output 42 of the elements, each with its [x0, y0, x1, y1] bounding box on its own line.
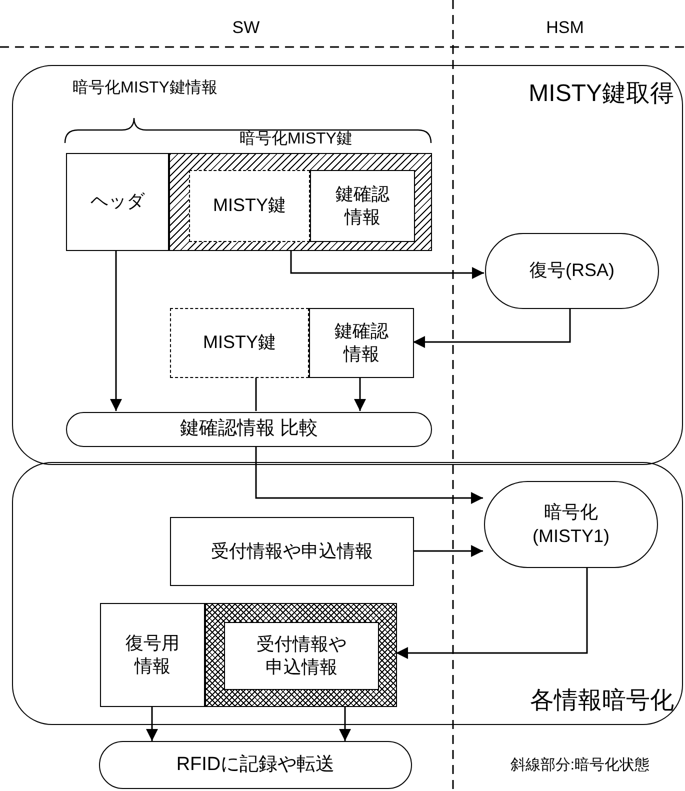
process-box	[100, 603, 205, 707]
brace-label: 暗号化MISTY鍵情報	[72, 78, 218, 98]
node-label: RFIDに記録や転送	[176, 752, 335, 777]
node-label: 鍵確認情報 比較	[180, 417, 318, 442]
arrow	[255, 446, 483, 504]
group-title: MISTY鍵取得	[528, 79, 674, 109]
node-label: ヘッダ	[90, 190, 144, 214]
process-box	[224, 622, 379, 690]
arrow	[396, 567, 588, 659]
encrypted-area	[169, 153, 432, 251]
arrow	[146, 706, 158, 741]
brace-label: 暗号化MISTY鍵	[240, 130, 352, 150]
arrow	[354, 377, 366, 411]
process-box	[309, 308, 414, 378]
node-label: MISTY鍵	[202, 331, 276, 354]
process-box	[310, 170, 415, 242]
node-label: 復号用情報	[126, 632, 180, 678]
terminal-box	[66, 412, 432, 447]
arrow	[413, 308, 571, 348]
process-box	[189, 170, 310, 242]
node-label: 受付情報や申込情報	[211, 540, 373, 563]
node-label: 受付情報や申込情報	[256, 632, 346, 679]
node-label: 暗号化 (MISTY1)	[531, 501, 610, 548]
process-box	[170, 308, 309, 378]
encrypted-area	[205, 603, 397, 707]
terminal-box	[99, 741, 412, 789]
arrow	[110, 250, 122, 411]
process-box	[170, 517, 414, 586]
arrow	[339, 706, 351, 741]
node-label: 復号(RSA)	[530, 259, 614, 282]
column-heading: SW	[232, 18, 260, 38]
column-heading: HSM	[546, 18, 584, 38]
group-title: 各情報暗号化	[530, 686, 674, 716]
arrow	[413, 545, 483, 557]
note: 斜線部分:暗号化状態	[510, 756, 650, 774]
group-panel	[12, 65, 683, 465]
node-label: MISTY鍵	[212, 194, 286, 218]
arrow	[290, 250, 484, 279]
node-label: 鍵確認情報	[336, 182, 390, 229]
process-box	[66, 153, 169, 251]
group-panel	[12, 462, 683, 725]
node-label: 鍵確認情報	[334, 320, 388, 366]
